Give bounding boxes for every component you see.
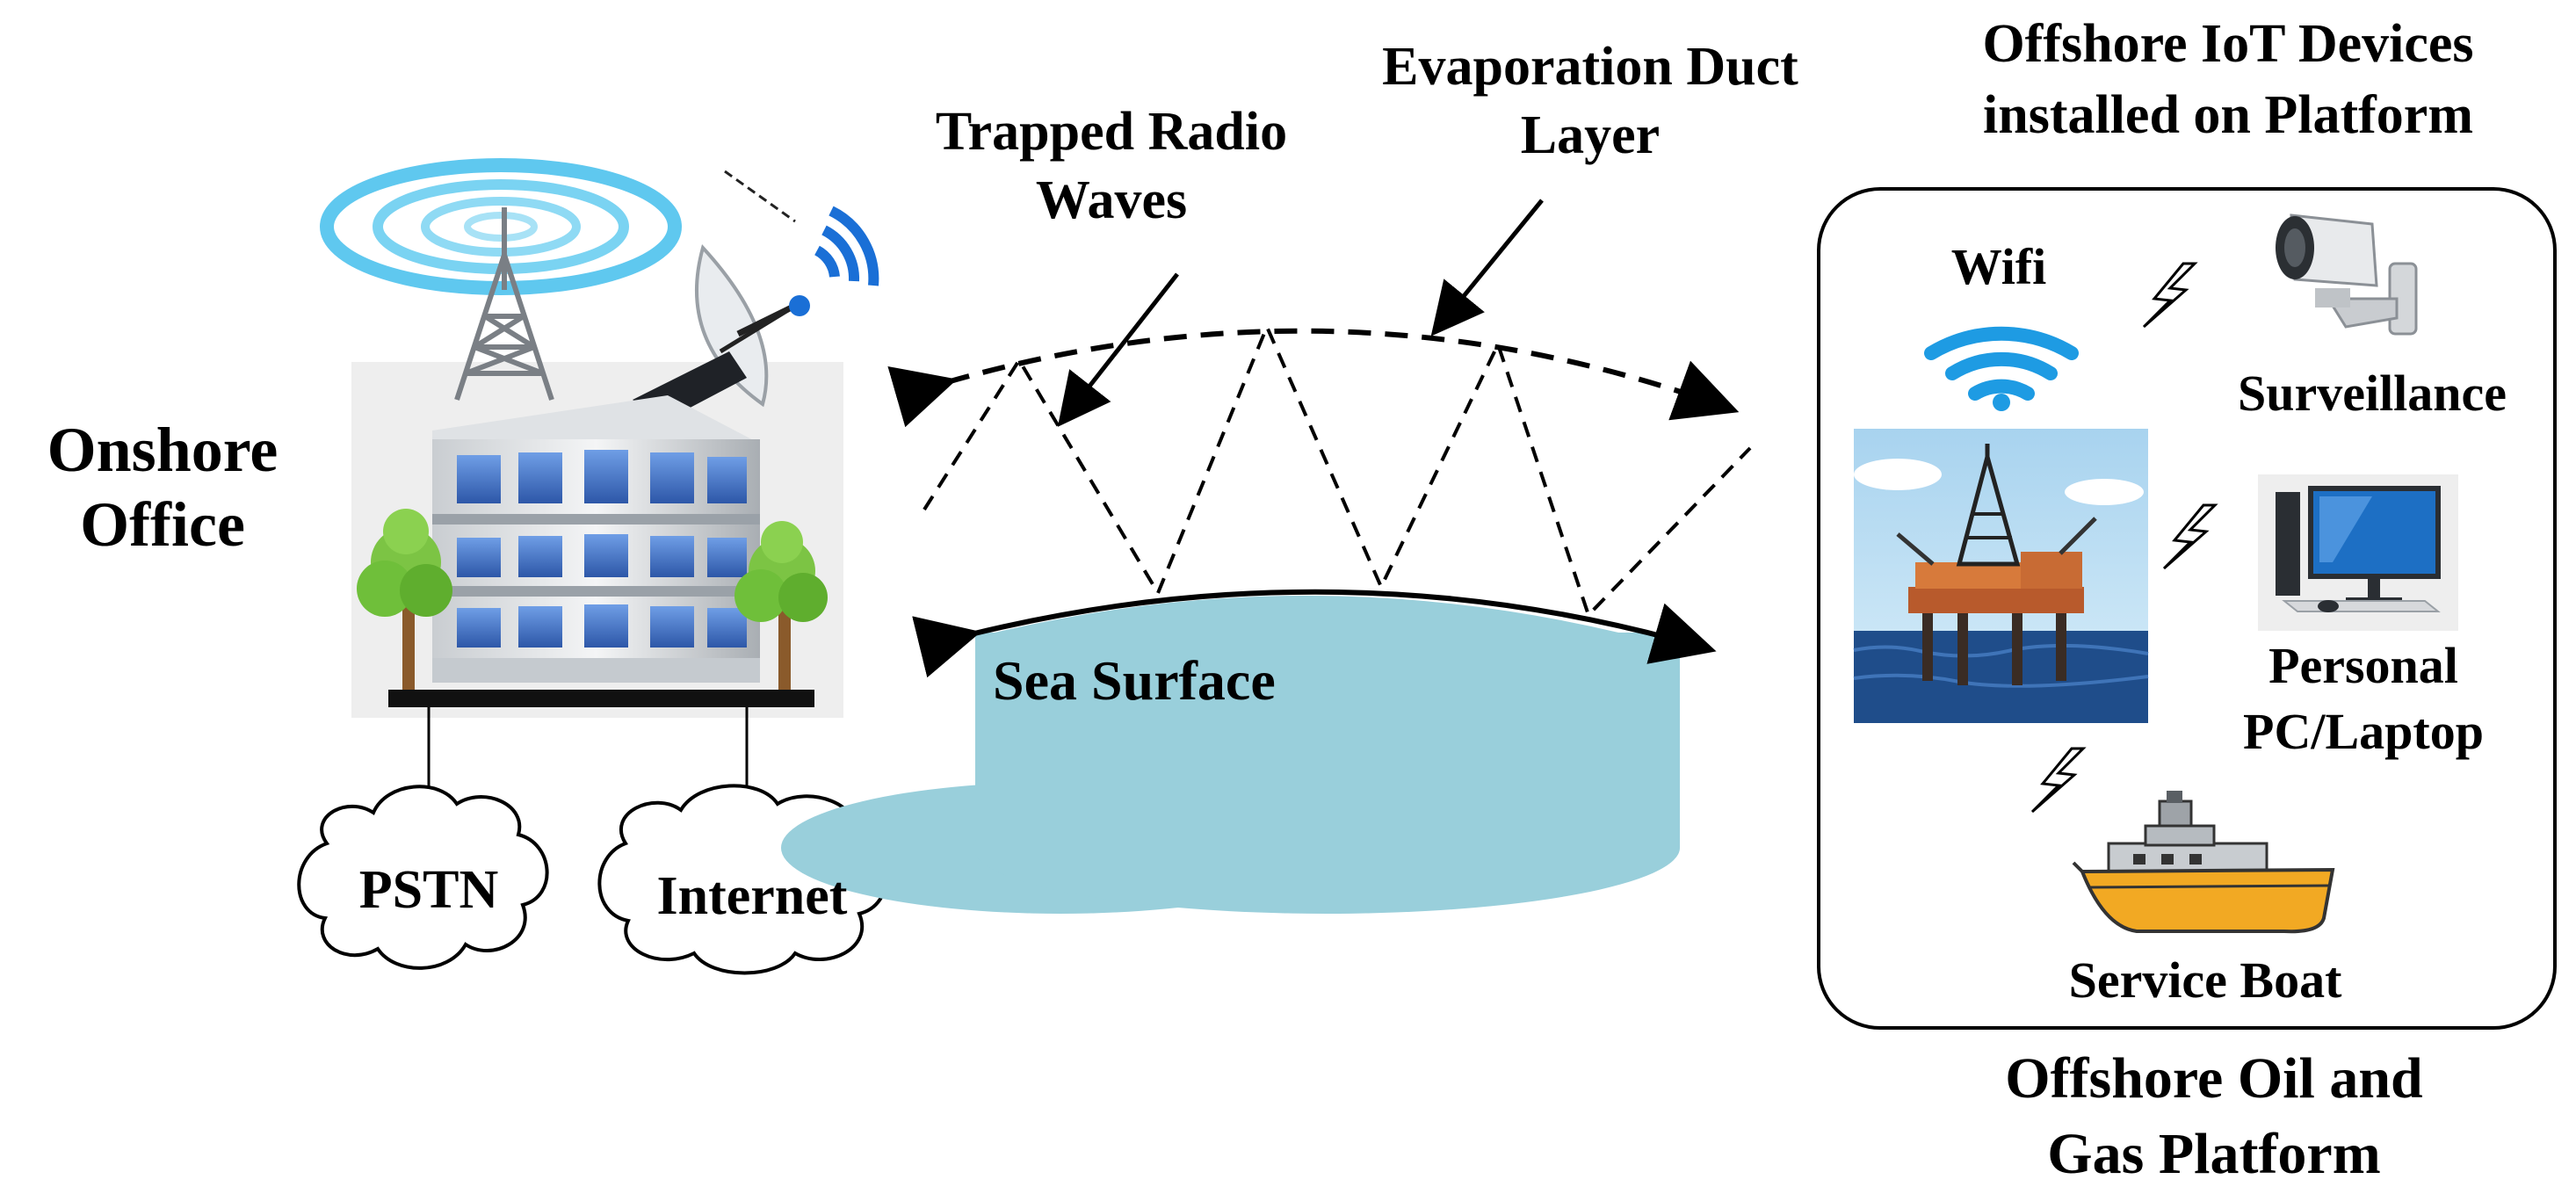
pstn-cloud-icon xyxy=(297,785,549,970)
surveillance-label: Surveillance xyxy=(2237,365,2507,422)
offshore-platform-label: Offshore Oil and Gas Platform xyxy=(1898,1041,2530,1192)
pstn-label: PSTN xyxy=(358,860,499,920)
wifi-label: Wifi xyxy=(1950,238,2047,295)
sea-surface-icon xyxy=(781,596,1680,914)
tree-right-icon xyxy=(734,521,828,690)
wireless-bolt-icon xyxy=(2162,503,2218,570)
internet-label: Internet xyxy=(656,866,848,926)
duct-layer-label: Evaporation Duct Layer xyxy=(1318,33,1863,170)
tree-left-icon xyxy=(357,509,452,690)
offshore-top-line-2: installed on Platform xyxy=(1983,84,2473,145)
duct-label-line-1: Evaporation Duct xyxy=(1382,37,1798,97)
building-body-icon xyxy=(432,395,760,683)
trapped-label-line-2: Waves xyxy=(1035,170,1188,230)
service-boat-label: Service Boat xyxy=(2068,951,2342,1009)
sea-surface-curve xyxy=(912,589,1717,678)
wireless-bolt-icon xyxy=(2030,747,2087,814)
duct-layer-pointer xyxy=(1430,199,1544,336)
oil-rig-icon xyxy=(1853,429,2149,723)
service-boat-icon xyxy=(2072,791,2335,934)
duct-layer-curve xyxy=(887,328,1740,428)
office-building-icon xyxy=(320,158,879,718)
personal-pc-label: Personal PC/Laptop xyxy=(2188,633,2539,765)
platform-label-line-1: Offshore Oil and xyxy=(2005,1046,2423,1111)
duct-label-line-2: Layer xyxy=(1520,105,1661,165)
sea-surface-label: Sea Surface xyxy=(993,649,1276,712)
wireless-bolt-icon xyxy=(2142,262,2198,329)
trapped-waves-pointer xyxy=(1057,272,1179,427)
offshore-devices-label: Offshore IoT Devices installed on Platfo… xyxy=(1880,9,2576,150)
platform-label-line-2: Gas Platform xyxy=(2047,1121,2381,1186)
personal-computer-icon xyxy=(2258,474,2458,631)
wifi-icon xyxy=(1924,326,2079,411)
pc-label-line-1: Personal xyxy=(2268,637,2458,694)
pc-label-line-2: PC/Laptop xyxy=(2243,703,2484,761)
radio-tower-icon xyxy=(454,207,554,401)
offshore-top-line-1: Offshore IoT Devices xyxy=(1982,14,2474,74)
satellite-dish-icon xyxy=(633,170,879,422)
surveillance-camera-icon xyxy=(2276,213,2418,336)
onshore-title-line-1: Onshore xyxy=(47,415,279,485)
onshore-office-title: Onshore Office xyxy=(0,413,325,562)
trapped-wave-path xyxy=(923,322,1752,619)
trapped-label-line-1: Trapped Radio xyxy=(935,102,1288,162)
onshore-title-line-2: Office xyxy=(80,488,245,560)
trapped-waves-label: Trapped Radio Waves xyxy=(865,98,1357,235)
